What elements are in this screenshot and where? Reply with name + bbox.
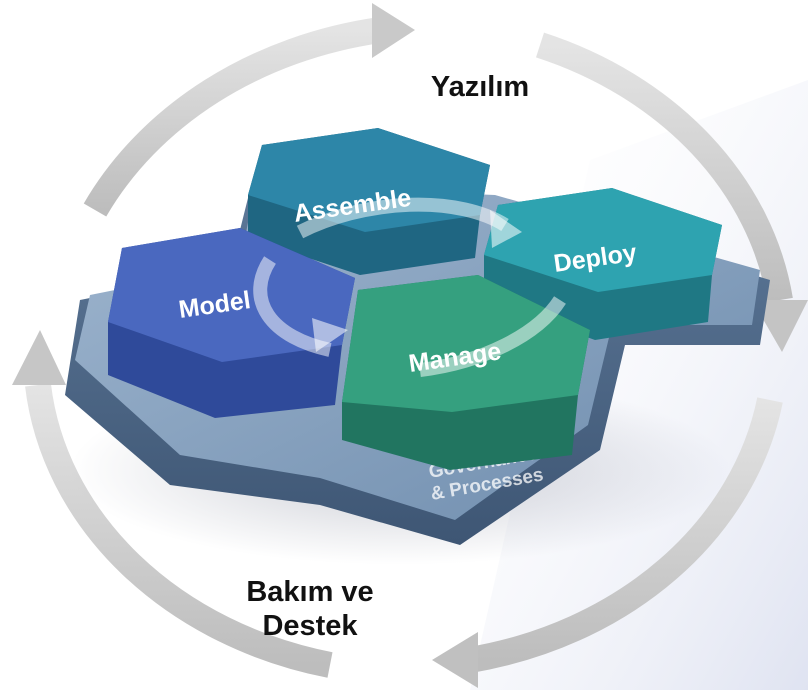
inner-arc-top [296, 197, 509, 239]
caption-maintenance: Bakım ve Destek [205, 575, 415, 643]
hex-deploy [484, 188, 722, 340]
cycle-arc-bottom [467, 397, 783, 673]
cycle-arrows [12, 3, 808, 688]
caption-software: Yazılım [430, 71, 530, 103]
cycle-arc-left [25, 383, 333, 678]
cycle-arrowhead-top [372, 3, 415, 58]
cycle-arc-right [535, 32, 793, 303]
caption-maintenance-line2: Destek [262, 610, 358, 642]
inner-arc-left [253, 256, 332, 357]
inner-arrowhead-top [490, 210, 522, 248]
hex-model [108, 228, 355, 418]
cycle-arrowhead-right [752, 300, 808, 352]
cycle-arrowhead-left [12, 330, 66, 385]
cycle-arrowhead-bottom [432, 632, 478, 688]
inner-arrowhead-left [312, 318, 348, 352]
inner-cycle-arrows [253, 197, 566, 377]
caption-maintenance-line1: Bakım ve [246, 576, 374, 608]
inner-arc-right [419, 296, 566, 377]
cycle-arc-top [83, 17, 382, 217]
hex-model-top [108, 228, 355, 362]
hex-manage-top [342, 275, 590, 412]
hex-deploy-top [484, 188, 722, 292]
